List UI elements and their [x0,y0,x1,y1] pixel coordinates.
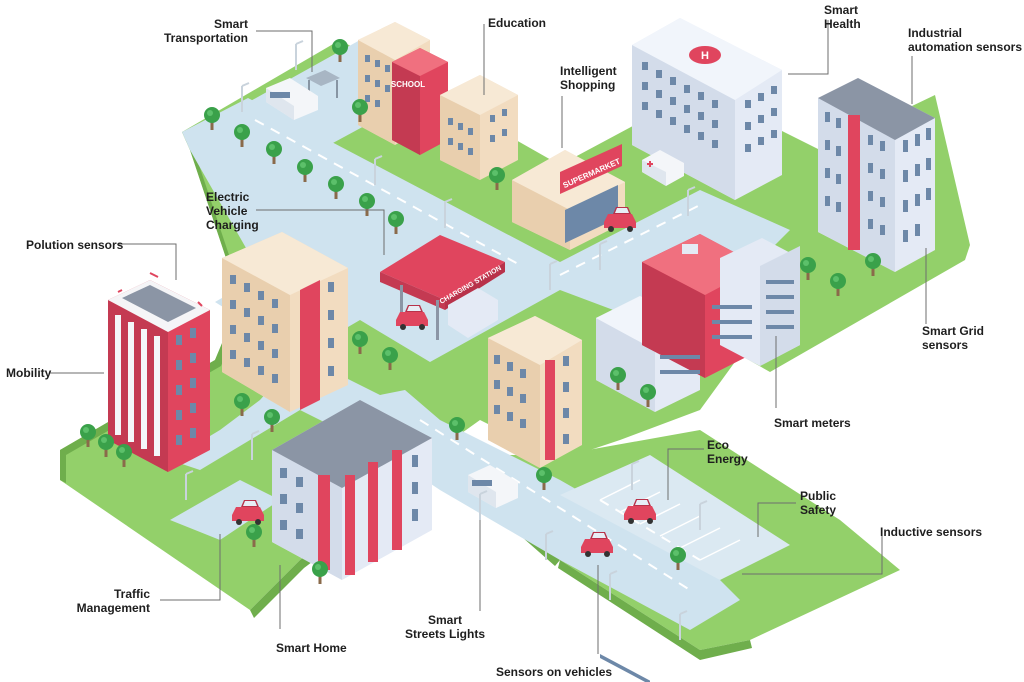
apartment-center [488,316,582,468]
leader-smart-transportation [256,30,313,72]
label-industrial-automation-sensors: Industrial automation sensors [908,26,1023,54]
leader-polution-sensors [119,243,177,280]
label-polution-sensors: Polution sensors [26,238,124,252]
label-public-safety: Public Safety [800,489,837,517]
education-buildings: SCHOOL [358,22,518,180]
smart-home-building [272,400,432,580]
leader-traffic-management [160,534,221,601]
label-education: Education [488,16,547,30]
supermarket-building: SUPERMARKET [512,144,625,250]
label-intelligent-shopping: Intelligent Shopping [560,64,617,92]
pollution-sensor-bracket [117,272,203,307]
red-tower [108,280,210,472]
label-smart-transportation: Smart Transportation [163,17,248,45]
label-sensors-on-vehicles: Sensors on vehicles [496,665,613,679]
leader-electric-vehicle-charging [256,209,385,255]
label-mobility: Mobility [6,366,52,380]
label-inductive-sensors: Inductive sensors [880,525,983,539]
leader-inductive-sensors [742,536,883,575]
label-traffic-management: Traffic Management [76,587,150,615]
parking-lines [599,479,741,561]
charging-station: CHARGING STATION [380,235,505,340]
label-smart-meters: Smart meters [774,416,851,430]
label-smart-grid-sensors: Smart Grid sensors [922,324,985,352]
ambulance [642,150,684,186]
label-smart-home: Smart Home [276,641,347,655]
label-smart-health: Smart Health [824,3,861,31]
hospital-building: H [632,18,782,200]
bus-top [266,78,318,120]
smart-meters-building [596,234,800,682]
label-electric-vehicle-charging: Electric Vehicle Charging [206,190,259,232]
industrial-tower [818,78,935,272]
leader-smart-health [788,20,829,75]
leader-eco-energy [667,448,704,500]
leader-public-safety [757,502,796,537]
apartment-cream [222,232,348,412]
hospital-helipad-sign: H [701,50,709,62]
leader-lines [50,20,927,654]
label-eco-energy: Eco Energy [707,438,748,466]
label-smart-streets-lights: Smart Streets Lights [404,613,485,641]
bus-stop [306,70,340,98]
school-sign: SCHOOL [391,80,425,89]
